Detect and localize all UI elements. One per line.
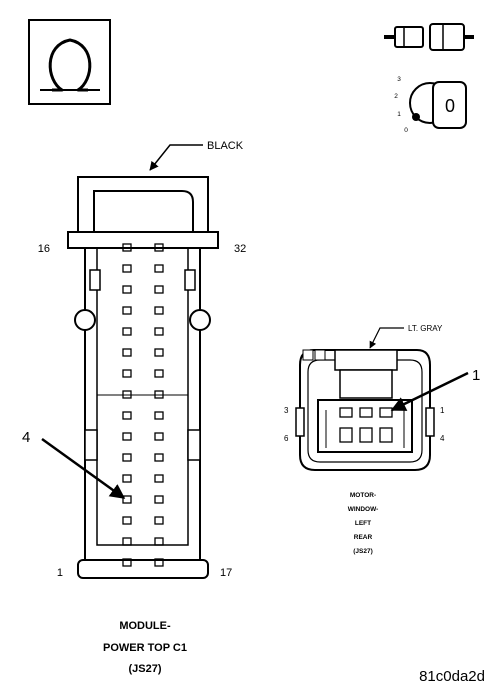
motor-pin-6-label: 6	[284, 434, 289, 443]
module-pin-32-label: 32	[234, 243, 246, 255]
motor-pin-4-label: 4	[440, 434, 445, 443]
ohm-icon	[28, 19, 111, 105]
connector-unplugged-icon	[384, 23, 474, 51]
module-connector-name-line-3: (JS27)	[128, 663, 161, 675]
motor-connector-name-line-3: LEFT	[355, 520, 371, 527]
ignition-key-icon: 3 2 1 0 0	[394, 76, 467, 134]
pin-cavity-array	[122, 243, 164, 567]
module-pin-17-label: 17	[220, 567, 232, 579]
module-probe-callout: 4	[22, 429, 30, 446]
ignition-position-1: 1	[397, 111, 401, 118]
motor-pin-3-label: 3	[284, 406, 289, 415]
motor-connector-name-line-4: REAR	[354, 534, 373, 541]
module-connector-name-line-1: MODULE-	[119, 620, 171, 632]
motor-connector-name-line-5: (JS27)	[353, 548, 373, 555]
module-pin-1-label: 1	[57, 567, 63, 579]
module-power-top-connector: BLACK	[22, 140, 246, 675]
ignition-position-0: 0	[404, 127, 408, 134]
motor-connector-name-line-2: WINDOW-	[348, 506, 379, 513]
motor-pin-1-label: 1	[440, 406, 445, 415]
motor-wire-color-label: LT. GRAY	[408, 324, 443, 333]
ignition-key-label: 0	[445, 96, 455, 116]
module-wire-color-label: BLACK	[207, 140, 244, 152]
ignition-position-3: 3	[397, 76, 401, 83]
ignition-position-2: 2	[394, 93, 398, 100]
module-connector-name-line-2: POWER TOP C1	[103, 642, 187, 654]
motor-probe-callout: 1	[472, 367, 480, 384]
motor-window-connector: LT. GRAY 3 6 1 4 1 MOTOR- WINDOW-	[284, 324, 480, 555]
motor-connector-name-line-1: MOTOR-	[350, 492, 376, 499]
figure-id: 81c0da2d	[419, 668, 485, 685]
module-pin-16-label: 16	[38, 243, 50, 255]
